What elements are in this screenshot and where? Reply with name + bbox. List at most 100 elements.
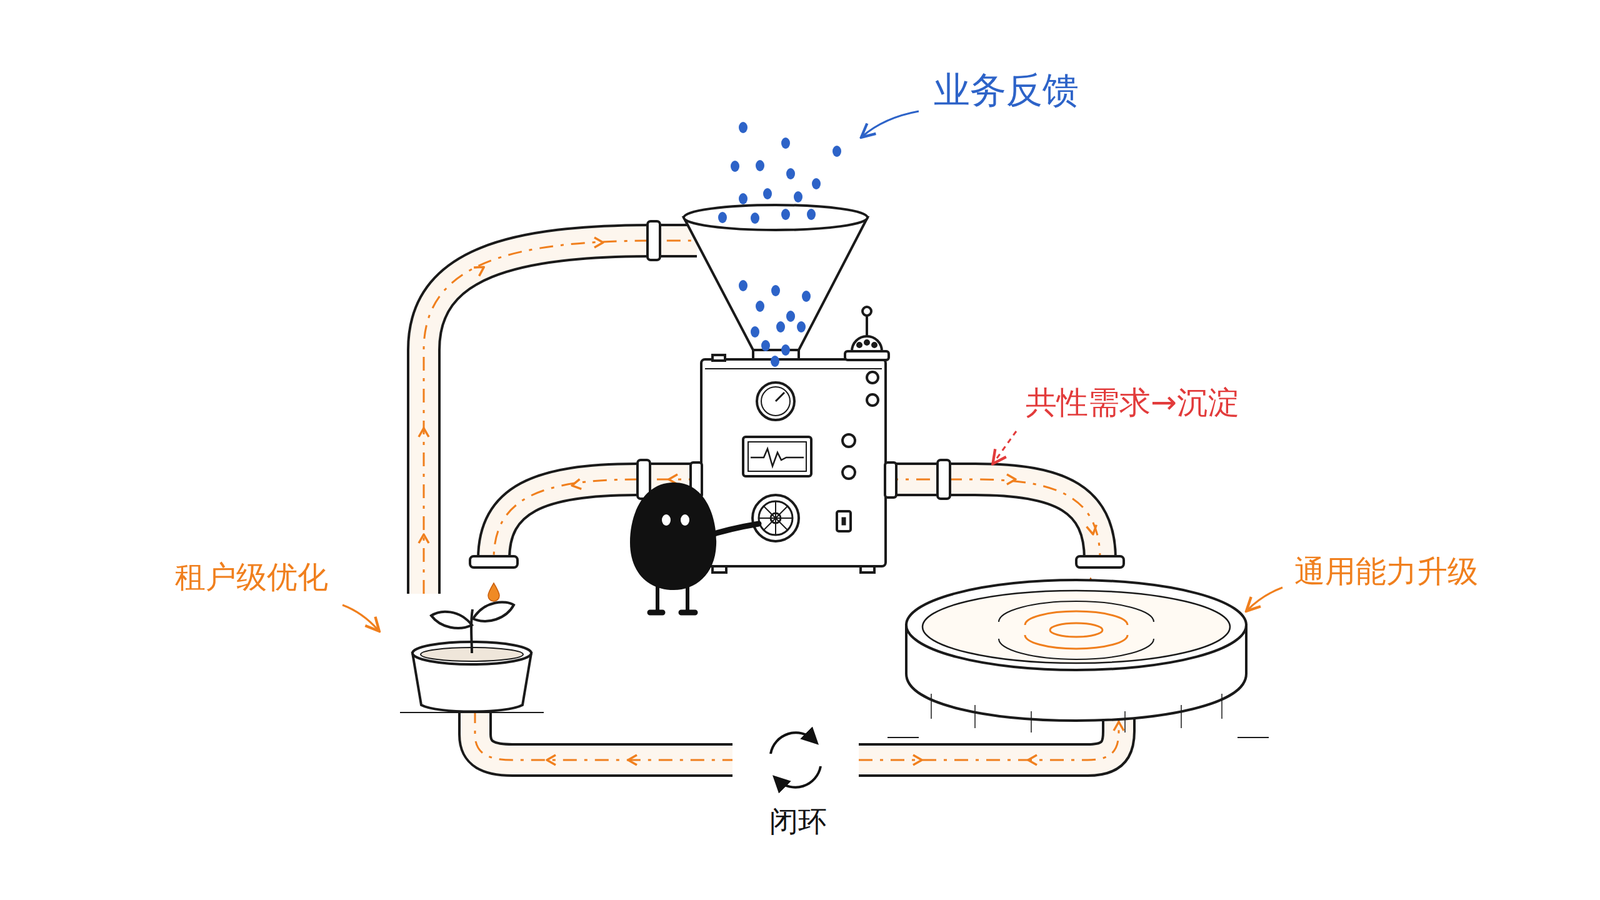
leader-arrows [342, 111, 1283, 630]
switch-lever [841, 517, 846, 525]
button [866, 394, 879, 406]
ground-line [400, 711, 544, 714]
machine-foot [712, 566, 727, 573]
leader-arrow [342, 605, 379, 630]
feedback-dot [796, 321, 806, 333]
flow-arrow [473, 263, 487, 277]
flow-arrow [594, 237, 604, 248]
feedback-dot [781, 137, 790, 149]
machine [690, 306, 897, 573]
flow-line [475, 709, 733, 760]
funnel-body [683, 217, 868, 364]
plant-stem [471, 609, 473, 654]
feedback-dot [811, 178, 821, 190]
cycle-arc [777, 766, 821, 788]
feedback-dot [776, 321, 785, 333]
feedback-dot [730, 160, 740, 172]
antenna-tip [862, 306, 872, 316]
flow-arrow [1028, 755, 1037, 765]
ground-line [887, 736, 1269, 739]
feedback-dot [832, 145, 842, 157]
tenant-label: 租户级优化 [171, 558, 332, 597]
bell [851, 336, 882, 352]
character-eye [661, 514, 671, 526]
funnel-rim [683, 205, 868, 230]
pipe-fill [884, 479, 1100, 560]
ripple [1050, 623, 1103, 637]
signal-wave [750, 448, 804, 467]
feedback-dot [750, 212, 760, 224]
feedback-dot [763, 188, 772, 200]
pool-texture [931, 693, 1222, 733]
funnel-neck [753, 348, 799, 352]
loop-label: 闭环 [765, 803, 831, 840]
pool [887, 580, 1269, 738]
antenna [865, 313, 869, 337]
pipe-coupling [937, 460, 950, 499]
screen-inner [748, 441, 807, 472]
feedback-dot [770, 355, 780, 367]
machine-body [701, 359, 886, 567]
pipe-coupling [647, 221, 660, 260]
pipe-outline [884, 479, 1100, 560]
flow-arrow [571, 479, 582, 491]
flow-arrow [1113, 721, 1124, 731]
feedback-dot [786, 168, 795, 180]
plant-leaf [473, 601, 514, 621]
pipe-outline [475, 709, 733, 760]
flow-arrow [1086, 525, 1099, 536]
wheel [752, 495, 799, 542]
feedback-dot [718, 211, 727, 224]
flow-arrow [546, 755, 556, 765]
pipe-outlet [1076, 556, 1124, 568]
flow-arrow [418, 534, 429, 544]
cycle-symbol [770, 732, 821, 787]
machine-port [885, 462, 897, 498]
feedback-dot [793, 191, 803, 203]
feedback-dot [761, 340, 770, 352]
feedback-dot [755, 300, 765, 312]
bell-dot [865, 340, 869, 345]
gauge-needle [775, 392, 785, 402]
pipe-fill [475, 709, 733, 760]
capability-label: 通用能力升级 [1290, 553, 1482, 591]
gauge [756, 382, 795, 420]
feedback-label: 业务反馈 [930, 68, 1083, 113]
feedback-dot [781, 208, 790, 220]
machine-trim [705, 368, 882, 370]
knob [842, 466, 855, 479]
feedback-dot [801, 290, 811, 302]
sediment-label: 共性需求→沉淀 [1021, 383, 1244, 423]
pool-rim [906, 580, 1247, 670]
flow-arrow [1006, 474, 1016, 485]
flow-arrow [913, 755, 922, 765]
feedback-dot [738, 280, 748, 292]
plant-leaf [431, 611, 472, 629]
pool-water [922, 590, 1230, 664]
character-feet [650, 610, 695, 616]
screen [743, 436, 812, 477]
flow-arrow [628, 755, 637, 765]
feedback-dot [771, 285, 780, 297]
pipe-outlet [470, 556, 518, 568]
feedback-dot [738, 193, 748, 205]
plant-pot [400, 601, 544, 713]
switch [836, 511, 851, 532]
leader-arrow [1247, 587, 1283, 610]
feedback-dot [786, 310, 795, 322]
feedback-dot [738, 121, 748, 134]
feedback-dot [781, 344, 790, 356]
funnel [683, 205, 868, 364]
machine-foot [860, 566, 875, 573]
leader-arrow [993, 431, 1017, 463]
flow-line [884, 479, 1100, 560]
wheel-inner [758, 501, 793, 535]
feedback-dot [806, 208, 816, 220]
bell-dot [857, 343, 862, 347]
ripple [998, 601, 1154, 660]
bell-dot [872, 343, 877, 347]
character-body [630, 482, 717, 590]
character-eye [680, 514, 690, 526]
